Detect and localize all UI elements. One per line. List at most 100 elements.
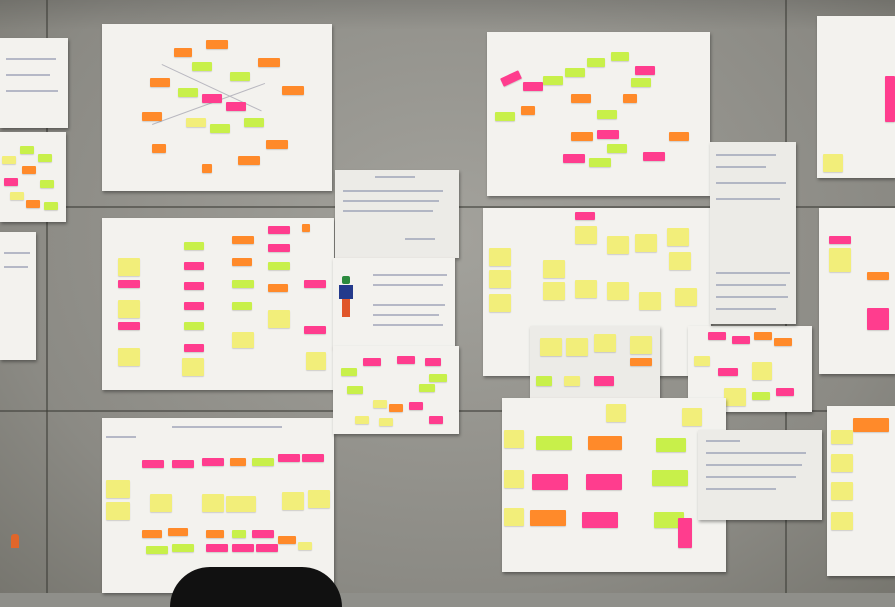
sticky-note [754, 332, 772, 340]
sticky-note [146, 546, 168, 554]
sticky-note [22, 166, 36, 174]
sticky-note [182, 358, 204, 376]
poster-persona [333, 258, 455, 348]
sticky-note [268, 310, 290, 328]
sticky-note [379, 418, 393, 426]
sticky-note [853, 418, 889, 432]
sticky-note [184, 262, 204, 270]
sticky-note [752, 362, 772, 380]
sticky-note [186, 118, 206, 127]
sticky-note [184, 322, 204, 330]
sticky-note [776, 388, 794, 396]
handwriting [716, 284, 786, 286]
sticky-note [244, 118, 264, 127]
handwriting [4, 266, 28, 268]
wall-seam [46, 0, 48, 593]
sticky-note [172, 460, 194, 468]
sticky-note [724, 388, 746, 406]
sticky-note [543, 282, 565, 300]
sticky-note [667, 228, 689, 246]
sticky-note [540, 338, 562, 356]
poster-left-drawing [0, 232, 36, 548]
poster-text-top-center [335, 170, 459, 258]
drawn-person-body [339, 285, 353, 299]
sticky-note [304, 326, 326, 334]
sticky-note [867, 308, 889, 330]
sticky-note [38, 154, 52, 162]
sticky-note [631, 78, 651, 87]
sticky-note [582, 512, 618, 528]
sticky-note [565, 68, 585, 77]
sticky-note [571, 94, 591, 103]
sticky-note [202, 458, 224, 466]
handwriting [373, 304, 445, 306]
sticky-note [258, 58, 280, 67]
handwriting [375, 176, 415, 178]
sticky-note [302, 224, 310, 232]
sticky-note [606, 404, 626, 422]
sticky-note [304, 280, 326, 288]
sticky-note [268, 262, 290, 270]
sticky-note [682, 408, 702, 426]
handwriting [106, 436, 136, 438]
sticky-note [885, 76, 895, 122]
poster-mindmap-pink [487, 32, 710, 196]
handwriting [706, 464, 802, 466]
sticky-note [373, 400, 387, 408]
sticky-note [232, 544, 254, 552]
handwriting [373, 314, 439, 316]
sticky-note [675, 288, 697, 306]
sticky-note [530, 510, 566, 526]
handwriting [716, 296, 788, 298]
handwriting [373, 274, 447, 276]
poster-columns-pink [102, 218, 334, 390]
sticky-note [594, 376, 614, 386]
sticky-note [425, 358, 441, 366]
handwriting [716, 182, 786, 184]
sticky-note [504, 470, 524, 488]
sticky-note [589, 158, 611, 167]
poster-left-notes [0, 132, 66, 222]
handwriting [172, 426, 282, 428]
sticky-note [831, 482, 853, 500]
sticky-note [226, 496, 256, 512]
poster-overlay-center [530, 326, 660, 398]
handwriting [716, 166, 766, 168]
sticky-note [106, 502, 130, 520]
poster-mindmap-orange [102, 24, 332, 191]
handwriting [716, 198, 780, 200]
sticky-note [752, 392, 770, 400]
sticky-note [774, 338, 792, 346]
sticky-note [152, 144, 166, 153]
handwriting [706, 440, 740, 442]
sticky-note [429, 416, 443, 424]
sticky-note [575, 226, 597, 244]
poster-persona-right [710, 142, 796, 324]
sticky-note [20, 146, 34, 154]
sticky-note [575, 280, 597, 298]
handwriting [706, 452, 806, 454]
poster-notes-center [333, 346, 459, 434]
handwriting [343, 190, 443, 192]
chair-back [170, 567, 342, 607]
sticky-note [587, 58, 605, 67]
sticky-note [268, 226, 290, 234]
sticky-note [106, 480, 130, 498]
sticky-note [192, 62, 212, 71]
handwriting [4, 252, 30, 254]
sticky-note [202, 494, 224, 512]
sticky-note [184, 344, 204, 352]
sticky-note [363, 358, 381, 366]
sticky-note [172, 544, 194, 552]
poster-far-right-middle [819, 208, 895, 374]
sticky-note [504, 430, 524, 448]
sticky-note [118, 258, 140, 276]
handwriting [716, 272, 790, 274]
sticky-note [831, 512, 853, 530]
sticky-note [495, 112, 515, 121]
sticky-note [302, 454, 324, 462]
sticky-note [732, 336, 750, 344]
sticky-note [594, 334, 616, 352]
sticky-note [210, 124, 230, 133]
